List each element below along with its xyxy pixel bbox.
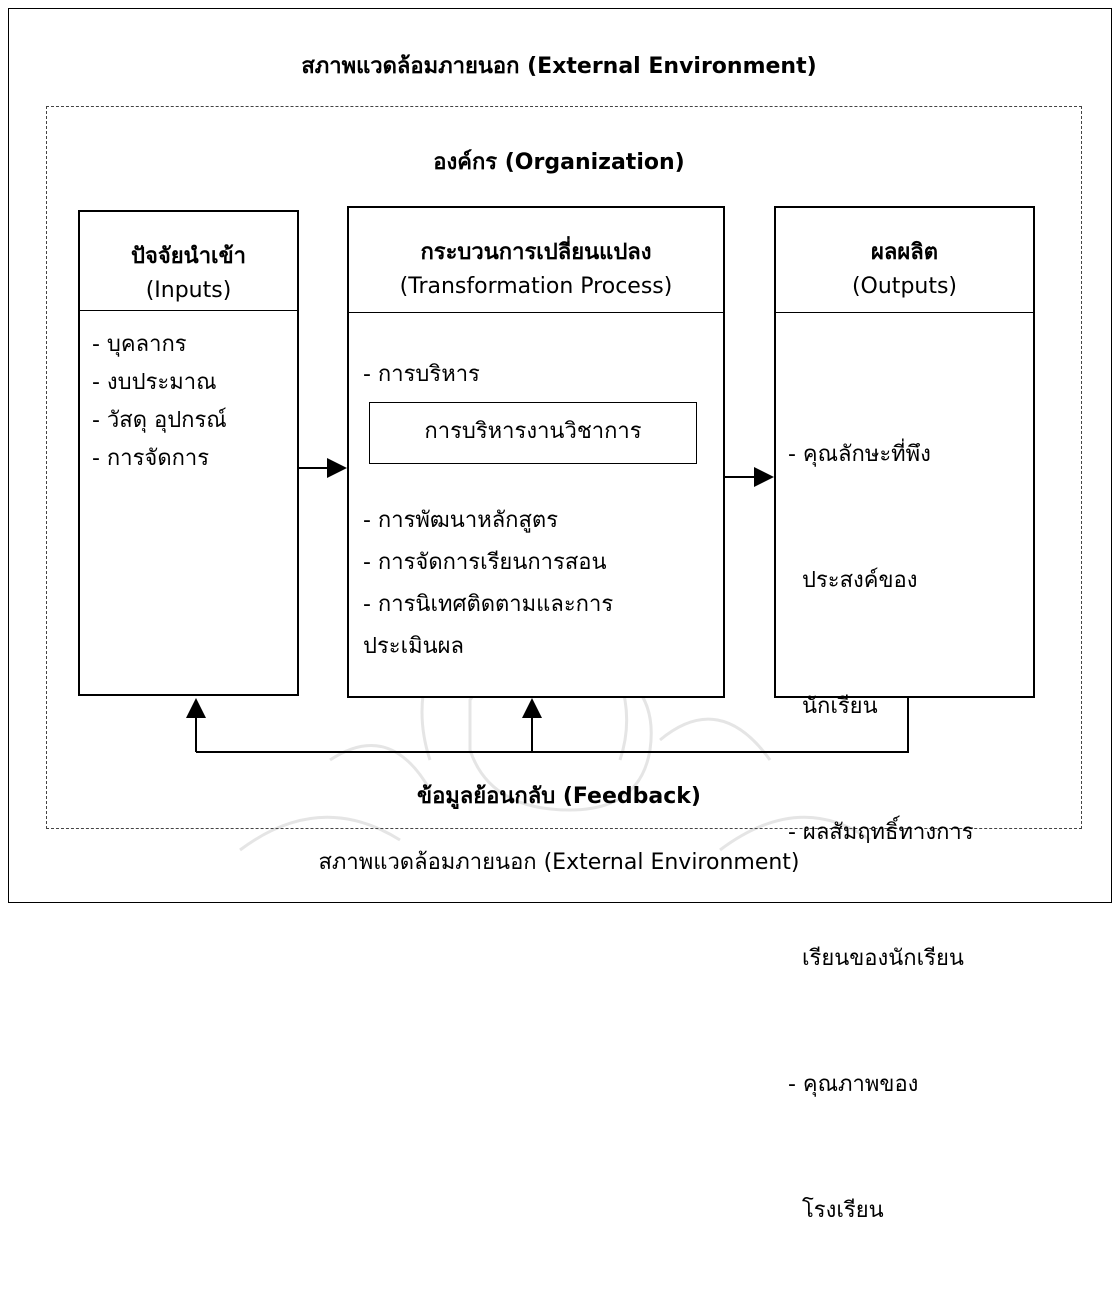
- process-divider: [349, 312, 723, 313]
- process-title: กระบวนการเปลี่ยนแปลง: [420, 240, 652, 265]
- inputs-title: ปัจจัยนำเข้า: [131, 244, 246, 269]
- list-item: - การนิเทศติดตามและการ: [363, 592, 614, 617]
- organization-boundary: [46, 106, 1082, 829]
- list-item: - คุณภาพของ: [788, 1072, 919, 1097]
- list-item: - ผลสัมฤทธิ์ทางการ: [788, 820, 974, 845]
- inputs-list: - บุคลากร - งบประมาณ - วัสดุ อุปกรณ์ - ก…: [92, 326, 227, 478]
- connector-arrows: [186, 458, 909, 753]
- feedback-line: [196, 698, 909, 753]
- outputs-subtitle: (Outputs): [851, 274, 958, 299]
- process-item-management: - การบริหาร: [363, 362, 480, 387]
- external-environment-top-label: สภาพแวดล้อมภายนอก (External Environment): [301, 54, 817, 79]
- list-item: เรียนของนักเรียน: [788, 946, 964, 971]
- list-item: - วัสดุ อุปกรณ์: [92, 408, 227, 433]
- process-subtitle: (Transformation Process): [399, 274, 673, 299]
- list-item: - งบประมาณ: [92, 370, 217, 395]
- external-environment-bottom-label: สภาพแวดล้อมภายนอก (External Environment): [318, 850, 800, 875]
- inputs-divider: [80, 310, 297, 311]
- list-item: ประเมินผล: [363, 634, 465, 659]
- list-item: - บุคลากร: [92, 332, 187, 357]
- list-item: - คุณลักษะที่พึง: [788, 442, 931, 467]
- outputs-title: ผลผลิต: [870, 240, 939, 265]
- feedback-label: ข้อมูลย้อนกลับ (Feedback): [417, 784, 701, 809]
- process-list: - การพัฒนาหลักสูตร - การจัดการเรียนการสอ…: [363, 500, 613, 668]
- outputs-divider: [776, 312, 1033, 313]
- inputs-box: ปัจจัยนำเข้า (Inputs) - บุคลากร - งบประม…: [78, 210, 299, 696]
- list-item: โรงเรียน: [788, 1198, 884, 1223]
- academic-administration-box: การบริหารงานวิชาการ: [369, 402, 697, 464]
- organization-label: องค์กร (Organization): [433, 150, 685, 175]
- diagram-frame: [8, 8, 1112, 903]
- inputs-subtitle: (Inputs): [145, 278, 232, 303]
- list-item: - การพัฒนาหลักสูตร: [363, 508, 559, 533]
- process-box: กระบวนการเปลี่ยนแปลง (Transformation Pro…: [347, 206, 725, 698]
- list-item: ประสงค์ของ: [788, 568, 918, 593]
- list-item: นักเรียน: [788, 694, 878, 719]
- list-item: - การจัดการ: [92, 446, 210, 471]
- list-item: - การจัดการเรียนการสอน: [363, 550, 607, 575]
